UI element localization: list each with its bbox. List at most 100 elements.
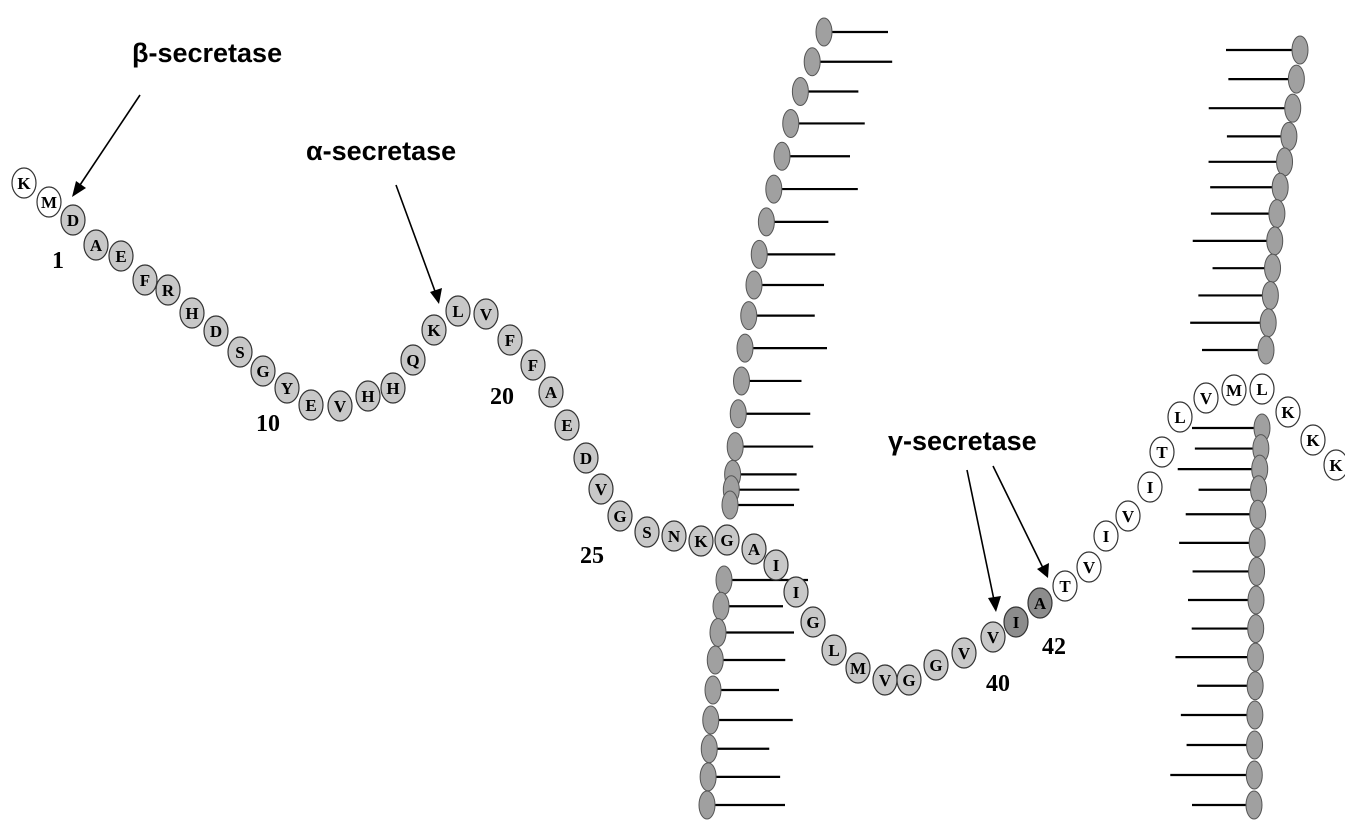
amino-acid-residue: L [1167, 401, 1193, 433]
lipid-molecule [1186, 730, 1264, 760]
lipid-molecule [699, 762, 781, 792]
residue-letter: E [561, 416, 572, 435]
residue-letter: V [1200, 389, 1213, 408]
amino-acid-residue: M [36, 186, 62, 218]
residue-letter: G [929, 656, 942, 675]
residue-letter: G [256, 362, 269, 381]
lipid-molecule [704, 675, 779, 705]
amino-acid-residue: H [355, 380, 381, 412]
lipid-molecule [1188, 585, 1265, 615]
residue-letter: H [386, 379, 399, 398]
lipid-molecule [1192, 790, 1263, 820]
lipid-molecule [1180, 700, 1264, 730]
amino-acid-residue: K [688, 525, 714, 557]
amino-acid-residue: V [1193, 382, 1219, 414]
residue-letter: G [902, 671, 915, 690]
lipid-molecule [736, 333, 827, 363]
lipid-molecule [1175, 642, 1264, 672]
residue-letter: A [90, 236, 103, 255]
lipid-molecule [1190, 308, 1277, 338]
residue-letter: G [720, 531, 733, 550]
amino-acid-residue: H [179, 297, 205, 329]
residue-letter: I [1013, 613, 1020, 632]
gamma-secretase-label: γ-secretase [888, 426, 1037, 456]
lipid-molecule [1191, 614, 1265, 644]
lipid-molecule [1192, 226, 1284, 256]
residue-number-1: 1 [52, 248, 64, 274]
amino-acid-residue: A [83, 229, 109, 261]
lipid-molecule [1228, 64, 1305, 94]
gamma-secretase-arrow-1 [966, 469, 995, 601]
amino-acid-residue: D [60, 204, 86, 236]
gamma-secretase-arrowhead-1 [988, 596, 1001, 612]
lipid-bilayers [698, 17, 1309, 820]
amino-acid-residue: D [573, 442, 599, 474]
cleavage-arrows [72, 94, 1049, 612]
amino-acid-residue: F [497, 324, 523, 356]
amino-acid-residue: G [714, 524, 740, 556]
residue-number-42: 42 [1042, 634, 1066, 660]
amino-acid-residue: A [538, 376, 564, 408]
amino-acid-residue: V [980, 621, 1006, 653]
amino-acid-residue: T [1052, 570, 1078, 602]
beta-secretase-label: β-secretase [132, 38, 282, 68]
residue-letter: K [427, 321, 441, 340]
residue-letter: F [505, 331, 515, 350]
gamma-secretase-arrow-2 [992, 465, 1044, 569]
residue-number-40: 40 [986, 671, 1010, 697]
gamma-secretase-arrowhead-2 [1037, 563, 1049, 578]
amino-acid-residue: G [250, 355, 276, 387]
residue-letter: H [361, 387, 374, 406]
lipid-molecule [1202, 335, 1275, 365]
residue-letter: D [580, 449, 592, 468]
amino-acid-residue: E [554, 409, 580, 441]
residue-letter: M [41, 193, 57, 212]
lipid-molecule [1198, 475, 1268, 505]
residue-letter: A [748, 540, 761, 559]
residue-letter: T [1059, 577, 1071, 596]
alpha-secretase-arrow [395, 184, 437, 295]
lipid-molecule [1185, 499, 1267, 529]
lipid-molecule [1179, 528, 1266, 558]
residue-letter: F [140, 271, 150, 290]
residue-letter: L [828, 641, 839, 660]
residue-number-10: 10 [256, 411, 280, 437]
amino-acid-residue: G [896, 664, 922, 696]
amino-acid-residue: M [845, 652, 871, 684]
residue-letter: R [162, 281, 175, 300]
lipid-molecule [1170, 760, 1263, 790]
amino-acid-residue: R [155, 274, 181, 306]
residue-letter: G [806, 613, 819, 632]
amino-acid-residue: T [1149, 436, 1175, 468]
amino-acid-residue: E [108, 240, 134, 272]
lipid-molecule [815, 17, 888, 47]
residue-letter: V [595, 480, 608, 499]
residue-number-20: 20 [490, 384, 514, 410]
lipid-molecule [712, 591, 783, 621]
amino-acid-residue: N [661, 520, 687, 552]
amino-acid-residue: M [1221, 374, 1247, 406]
amino-acid-residue: I [1093, 520, 1119, 552]
lipid-molecule [745, 270, 824, 300]
residue-letter: V [879, 671, 892, 690]
residue-letter: L [452, 302, 463, 321]
amino-acid-residue: V [951, 637, 977, 669]
beta-secretase-arrow [77, 94, 141, 189]
residue-letter: T [1156, 443, 1168, 462]
residue-letter: A [545, 383, 558, 402]
amino-acid-residue: K [1300, 424, 1326, 456]
amino-acid-residue: E [298, 389, 324, 421]
residue-letter: K [694, 532, 708, 551]
lipid-molecule [740, 301, 815, 331]
residue-letter: V [480, 305, 493, 324]
amino-acid-residue: Y [274, 372, 300, 404]
amino-acid-residue: G [923, 649, 949, 681]
residue-letter: V [1122, 507, 1135, 526]
lipid-molecule [782, 108, 865, 138]
residue-letter: N [668, 527, 681, 546]
lipid-molecule [757, 207, 829, 237]
amino-acid-residue: A [1027, 587, 1053, 619]
residue-letter: K [1281, 403, 1295, 422]
